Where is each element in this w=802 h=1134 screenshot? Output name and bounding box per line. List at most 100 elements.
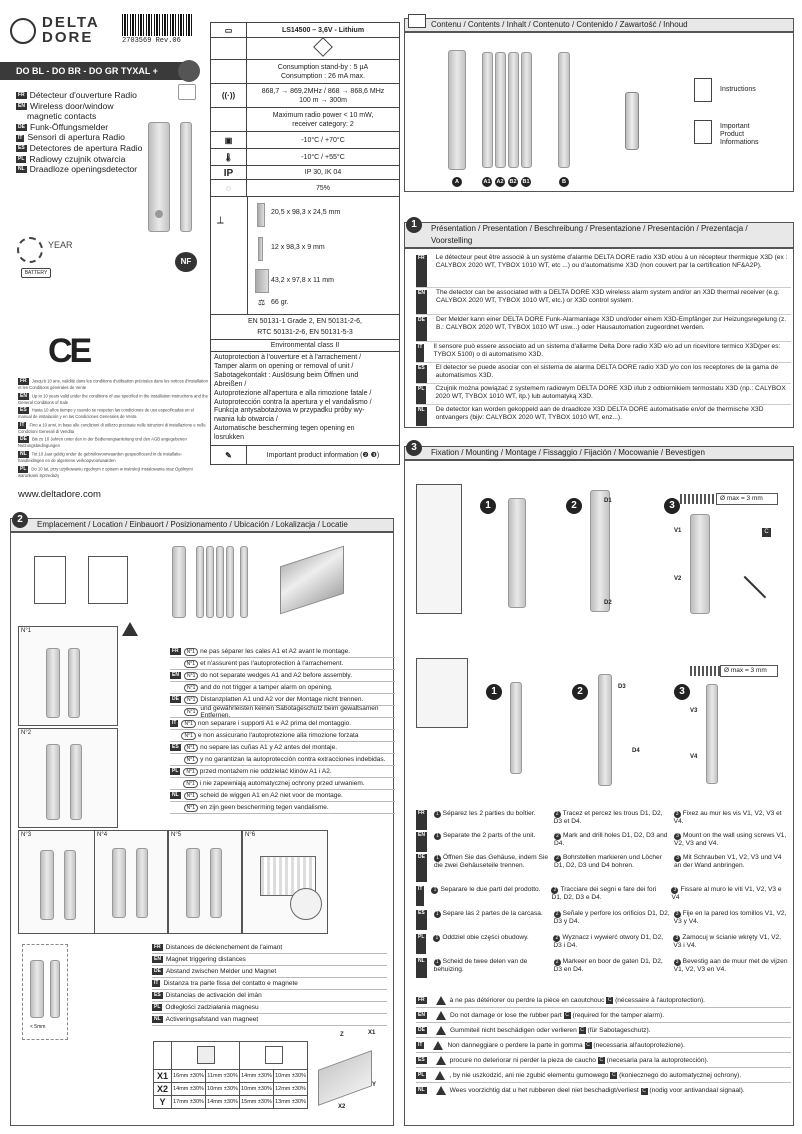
mount-detector-screw — [690, 514, 710, 614]
mount-detector-drill — [590, 490, 610, 612]
spec-radio-freq: 868,7 → 869,2MHz / 868 → 868,6 MHz — [261, 87, 385, 95]
spec-power: Maximum radio power < 10 mW, — [272, 111, 374, 119]
instructions-label: Instructions — [720, 86, 756, 93]
loc-magnet — [240, 546, 248, 618]
humidity-icon: ◌ — [211, 180, 247, 196]
ce-mark: CE — [48, 332, 92, 370]
manual-icon: ✎ — [211, 446, 247, 465]
mount-magnet-screw — [706, 684, 718, 784]
delta-dore-logo-icon — [10, 18, 36, 44]
spec-radio-range: 100 m → 300m — [299, 96, 347, 104]
website-link[interactable]: www.deltadore.com — [18, 489, 101, 500]
product-bar: DO BL - DO BR - DO GR TYXAL + — [0, 62, 190, 80]
mount-magnet-open — [510, 682, 522, 774]
hole-d2: D2 — [604, 600, 612, 606]
battery-icon: ▭ — [211, 23, 247, 37]
x3d-logo-icon — [178, 84, 196, 100]
content-wedge-a2 — [495, 52, 506, 168]
hole-d4: D4 — [632, 748, 640, 754]
n1-detector — [46, 648, 60, 718]
spec-temp1: -10°C / +70°C — [301, 136, 345, 144]
gap-diagram — [22, 944, 68, 1040]
loc-detector — [172, 546, 186, 618]
hole-d3: D3 — [618, 684, 626, 690]
spec-receiver: receiver category: 2 — [292, 120, 354, 128]
spec-table: ▭ LS14500 – 3,6V - Lithium Consumption st… — [210, 22, 400, 466]
n2-magnet — [70, 744, 82, 820]
metal-frame-icon — [264, 1045, 283, 1064]
dim-wedges: 43,2 x 97,8 x 11 mm — [271, 277, 334, 284]
detector-photo — [148, 122, 170, 232]
label-b1: B1 — [521, 177, 531, 187]
spec-humidity: 75% — [315, 184, 330, 192]
n5-magnet — [210, 848, 222, 918]
recycle-icon — [313, 37, 333, 57]
contents-box — [404, 32, 794, 192]
mount-magnet-drill — [598, 674, 612, 786]
n3-magnet — [64, 850, 76, 920]
magnet-dim-icon — [258, 237, 263, 261]
warning-icon — [433, 1041, 444, 1050]
spec-consumption-standby: Consumption stand-by : 5 µA — [277, 63, 369, 71]
spec-norms-2: RTC 50131-2-6, EN 50131-5-3 — [257, 329, 353, 336]
section2-header: Emplacement / Location / Einbauort / Pos… — [10, 518, 394, 532]
section3-box — [404, 460, 794, 1126]
mount-door-a — [416, 484, 462, 614]
section1-header: Présentation / Presentation / Beschreibu… — [404, 222, 794, 248]
axis-z: Z — [340, 1032, 344, 1038]
product-photo-circle — [178, 60, 200, 82]
rubber-pl: PL, by nie uszkodzić, ani nie zgubić ele… — [416, 1070, 791, 1083]
n4-detector — [112, 848, 126, 918]
n6-zoom-circle-icon — [290, 888, 322, 920]
warn-nl-2: NLN°1en zijn geen bescherming tegen vand… — [170, 802, 395, 814]
step2b-badge: 2 — [572, 684, 588, 700]
content-detector — [448, 50, 466, 170]
warn-fr-2: FRN°1et n'assurent pas l'autoprotection … — [170, 658, 395, 670]
loc-wedge-b2 — [216, 546, 224, 618]
dimensions-row: ⟂ 20,5 x 98,3 x 24,5 mm 12 x 98,3 x 9 mm… — [211, 197, 399, 315]
instructions-icon — [694, 78, 712, 102]
section2-number: 2 — [12, 512, 28, 528]
section1-number: 1 — [406, 217, 422, 233]
battery-label: BATTERY — [21, 268, 51, 278]
hole-v1: V1 — [674, 528, 682, 534]
detector-dim-icon — [257, 203, 265, 227]
radio-icon: ((·)) — [211, 84, 247, 107]
hole-d1: D1 — [604, 498, 612, 504]
warning-icon — [435, 1011, 446, 1020]
important-info: Important product information (❷ ❸) — [266, 451, 380, 459]
battery-cell-icon — [625, 92, 639, 150]
spec-battery: LS14500 – 3,6V - Lithium — [281, 26, 365, 34]
wedges-dim-icon — [255, 269, 269, 293]
axis-y: Y — [372, 1082, 377, 1088]
barcode-text: 2703569 Rev.06 — [122, 37, 181, 45]
loc-wedge-a1 — [196, 546, 204, 618]
n3-box: N°3 — [18, 830, 104, 934]
